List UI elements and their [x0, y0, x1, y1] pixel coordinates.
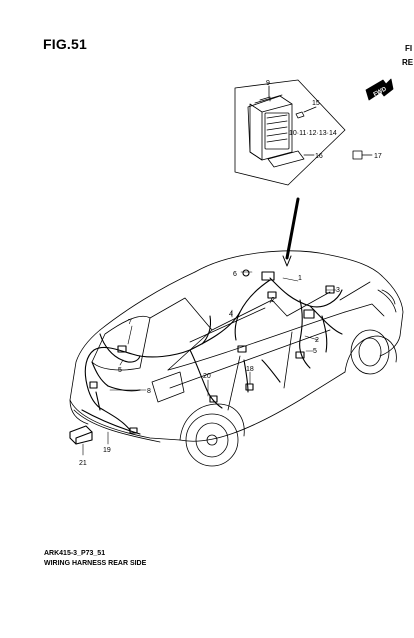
fwd-arrow-icon	[365, 78, 394, 101]
callout-20: 20	[203, 373, 211, 380]
callout-5-right: 5	[313, 348, 317, 355]
callout-2-lower: 2	[315, 337, 319, 344]
callout-16: 16	[315, 153, 323, 160]
callout-leaders	[82, 271, 337, 456]
edge-text-top: FI	[405, 44, 413, 53]
callout-8: 8	[147, 388, 151, 395]
control-module-icon	[247, 94, 293, 161]
callout-2-upper: 2	[271, 297, 275, 304]
module-detail-box	[234, 79, 346, 186]
sensor-connector-icon	[69, 425, 93, 445]
relay-icon	[352, 150, 363, 160]
fuse-cover-icon	[267, 150, 305, 168]
callout-1: 1	[298, 275, 302, 282]
callout-10-14: 10·11·12·13·14	[289, 130, 337, 137]
callout-6: 6	[233, 271, 237, 278]
callout-15: 15	[312, 100, 320, 107]
caption-code: ARK415-3_P73_51	[44, 550, 106, 557]
wiring-harness	[69, 269, 343, 445]
callout-5-left: 5	[118, 367, 122, 374]
callout-21: 21	[79, 460, 87, 467]
callout-3: 3	[336, 287, 340, 294]
callout-9: 9	[266, 80, 270, 87]
callout-17: 17	[374, 153, 382, 160]
callout-7: 7	[128, 319, 132, 326]
callout-19: 19	[103, 447, 111, 454]
detail-leader-arrow	[285, 197, 300, 260]
vehicle-body-outline	[69, 250, 404, 467]
callout-18: 18	[246, 366, 254, 373]
caption-description: WIRING HARNESS REAR SIDE	[44, 560, 147, 567]
edge-text-second: RE	[402, 58, 414, 67]
callout-4: 4	[229, 311, 233, 318]
clip-icon	[295, 111, 305, 119]
figure-title: FIG.51	[43, 36, 87, 52]
